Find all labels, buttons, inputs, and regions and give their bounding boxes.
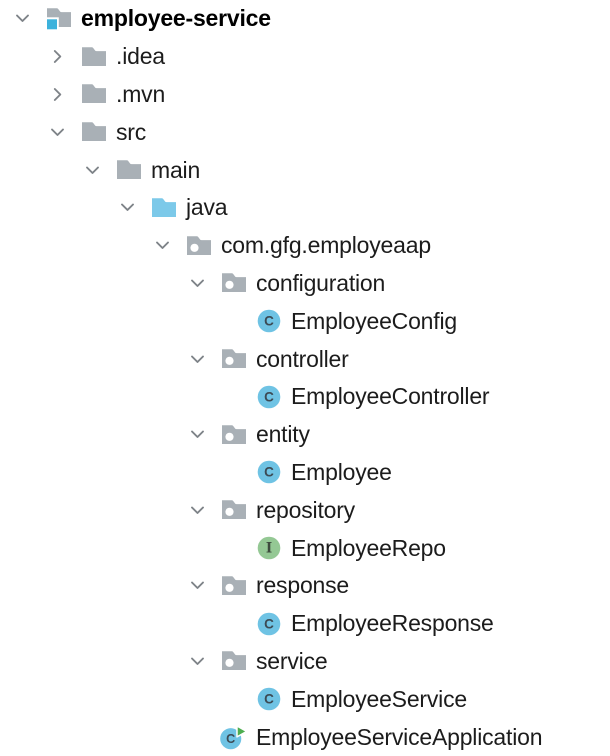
- chevron-down-icon[interactable]: [185, 270, 209, 296]
- class-icon: C: [255, 308, 283, 335]
- tree-item-label: service: [256, 647, 328, 674]
- tree-item-label: EmployeeResponse: [291, 610, 494, 637]
- tree-item-label: EmployeeRepo: [291, 534, 446, 561]
- project-folder-icon: [45, 5, 73, 32]
- chevron-down-icon[interactable]: [185, 497, 209, 523]
- tree-item-label: EmployeeConfig: [291, 307, 457, 334]
- chevron-down-icon[interactable]: [185, 573, 209, 599]
- package-icon: [220, 572, 248, 599]
- chevron-spacer: [220, 459, 244, 485]
- chevron-spacer: [220, 308, 244, 334]
- tree-item-label: EmployeeServiceApplication: [256, 723, 543, 750]
- class-icon: C: [255, 610, 283, 637]
- tree-item-label: EmployeeService: [291, 685, 467, 712]
- svg-text:I: I: [266, 541, 272, 557]
- chevron-down-icon[interactable]: [185, 648, 209, 674]
- tree-item-label: repository: [256, 496, 355, 523]
- chevron-down-icon[interactable]: [80, 157, 104, 183]
- tree-item-label: java: [186, 194, 228, 221]
- chevron-down-icon[interactable]: [185, 422, 209, 448]
- interface-icon: I: [255, 535, 283, 562]
- svg-text:C: C: [264, 465, 274, 480]
- tree-row[interactable]: com.gfg.employeaap: [0, 227, 610, 265]
- chevron-down-icon[interactable]: [45, 119, 69, 145]
- tree-row[interactable]: entity: [0, 416, 610, 454]
- tree-row[interactable]: I EmployeeRepo: [0, 529, 610, 567]
- folder-icon: [80, 43, 108, 70]
- svg-text:C: C: [264, 616, 274, 631]
- svg-text:C: C: [226, 732, 235, 746]
- tree-row[interactable]: employee-service: [0, 0, 610, 38]
- chevron-right-icon[interactable]: [45, 44, 69, 70]
- chevron-down-icon[interactable]: [185, 346, 209, 372]
- chevron-spacer: [185, 724, 209, 750]
- tree-item-label: Employee: [291, 458, 392, 485]
- package-icon: [185, 232, 213, 259]
- tree-item-label: src: [116, 118, 147, 145]
- tree-row[interactable]: C EmployeeServiceApplication: [0, 718, 610, 756]
- folder-icon: [115, 157, 143, 184]
- source-root-folder-icon: [150, 194, 178, 221]
- tree-item-label: employee-service: [81, 5, 271, 32]
- package-icon: [220, 497, 248, 524]
- tree-item-label: controller: [256, 345, 349, 372]
- chevron-right-icon[interactable]: [45, 81, 69, 107]
- chevron-spacer: [220, 611, 244, 637]
- tree-row[interactable]: C Employee: [0, 454, 610, 492]
- chevron-down-icon[interactable]: [150, 233, 174, 259]
- tree-row[interactable]: .mvn: [0, 76, 610, 114]
- class-icon: C: [255, 383, 283, 410]
- tree-row[interactable]: C EmployeeResponse: [0, 605, 610, 643]
- runnable-class-icon: C: [220, 724, 248, 751]
- tree-row[interactable]: repository: [0, 491, 610, 529]
- chevron-down-icon[interactable]: [10, 6, 34, 32]
- chevron-spacer: [220, 686, 244, 712]
- package-icon: [220, 346, 248, 373]
- tree-row[interactable]: response: [0, 567, 610, 605]
- chevron-down-icon[interactable]: [115, 195, 139, 221]
- tree-row[interactable]: configuration: [0, 265, 610, 303]
- tree-item-label: main: [151, 156, 201, 183]
- folder-icon: [80, 81, 108, 108]
- tree-row[interactable]: service: [0, 643, 610, 681]
- class-icon: C: [255, 686, 283, 713]
- tree-row[interactable]: src: [0, 113, 610, 151]
- tree-item-label: response: [256, 572, 350, 599]
- svg-text:C: C: [264, 314, 274, 329]
- folder-icon: [80, 119, 108, 146]
- tree-row[interactable]: main: [0, 151, 610, 189]
- package-icon: [220, 270, 248, 297]
- chevron-spacer: [220, 535, 244, 561]
- tree-item-label: .idea: [116, 43, 165, 70]
- tree-item-label: .mvn: [116, 80, 166, 107]
- svg-text:C: C: [264, 692, 274, 707]
- chevron-spacer: [220, 384, 244, 410]
- svg-text:C: C: [264, 390, 274, 405]
- tree-row[interactable]: java: [0, 189, 610, 227]
- class-icon: C: [255, 459, 283, 486]
- tree-row[interactable]: .idea: [0, 38, 610, 76]
- package-icon: [220, 421, 248, 448]
- tree-row[interactable]: C EmployeeController: [0, 378, 610, 416]
- tree-item-label: EmployeeController: [291, 383, 490, 410]
- tree-item-label: com.gfg.employeaap: [221, 232, 431, 259]
- tree-row[interactable]: controller: [0, 340, 610, 378]
- tree-row[interactable]: C EmployeeConfig: [0, 302, 610, 340]
- tree-item-label: configuration: [256, 269, 386, 296]
- tree-item-label: entity: [256, 421, 310, 448]
- package-icon: [220, 648, 248, 675]
- tree-row[interactable]: C EmployeeService: [0, 680, 610, 718]
